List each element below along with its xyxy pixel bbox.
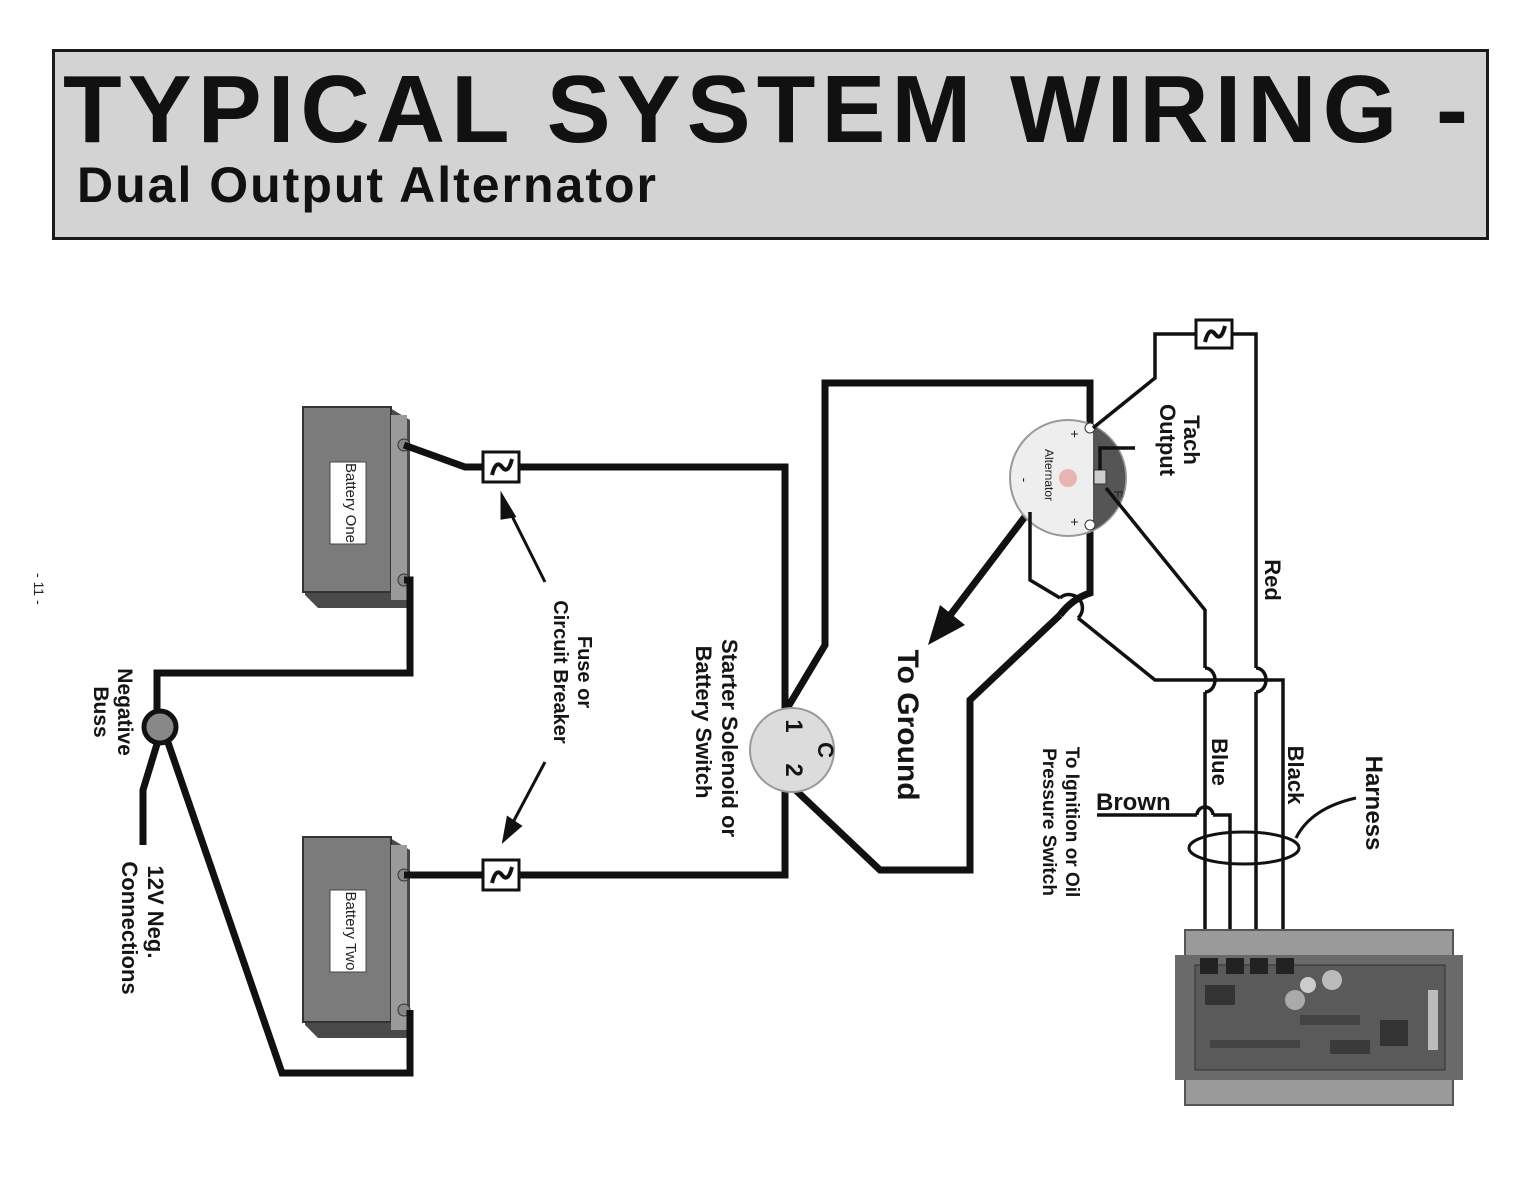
blue-wire-label: Blue [1207,738,1232,786]
tach-label-line1: Tach [1179,415,1204,465]
to-ground-label: To Ground [891,649,924,800]
alternator-plus-top: + [1067,430,1083,438]
to-ground-arrow [928,507,1033,645]
harness-label: Harness [1360,756,1387,851]
solenoid-label-line1: Starter Solenoid or [717,639,742,837]
solenoid-label-line2: Battery Switch [691,646,716,799]
battery-one-label: Battery One [342,463,359,543]
fuse-tach [1194,318,1234,350]
title-banner: TYPICAL SYSTEM WIRING - Dual Output Alte… [52,49,1489,240]
fuse-upper [481,450,521,484]
voltage-regulator [1175,929,1463,1106]
battery-two: Battery Two [302,836,411,1038]
solenoid-terminal-c: C [813,742,838,758]
alternator-minus: - [1017,478,1033,483]
fuse-label-line2: Circuit Breaker [549,600,571,744]
alternator-plus-bottom: + [1067,518,1083,526]
battery-two-label: Battery Two [342,892,359,971]
page-number: - 11 - [31,573,47,605]
black-wire-label: Black [1283,746,1308,805]
page-subtitle: Dual Output Alternator [77,157,659,213]
neg-buss-label-line1: Negative [113,668,136,756]
neg-connections-label-line1: 12V Neg. [143,866,168,959]
harness-marker [1187,796,1357,866]
fuse-pointer-arrows [500,490,547,844]
alternator-label: Alternator [1042,449,1056,501]
solenoid-terminal-1: 1 [780,719,807,732]
fuse-lower [481,858,521,892]
brown-wire-label: Brown [1096,789,1171,816]
starter-solenoid: C 1 2 [749,707,838,793]
ignition-label-line2: Pressure Switch [1038,748,1059,896]
heavy-wires [139,379,1094,1077]
alternator: Alternator + + - F [1009,419,1127,537]
alternator-field: F [1111,490,1125,497]
thin-wires [1028,332,1285,958]
page-title: TYPICAL SYSTEM WIRING - [63,56,1474,163]
tach-label-line2: Output [1155,404,1180,477]
solenoid-terminal-2: 2 [780,763,807,776]
neg-connections-label-line2: Connections [117,861,142,994]
ignition-label-line1: To Ignition or Oil [1061,747,1082,898]
fuse-label-line1: Fuse or [573,636,595,708]
red-wire-label: Red [1260,559,1285,601]
neg-buss-label-line2: Buss [89,686,112,737]
battery-one: Battery One [302,406,411,608]
negative-buss [141,708,179,746]
